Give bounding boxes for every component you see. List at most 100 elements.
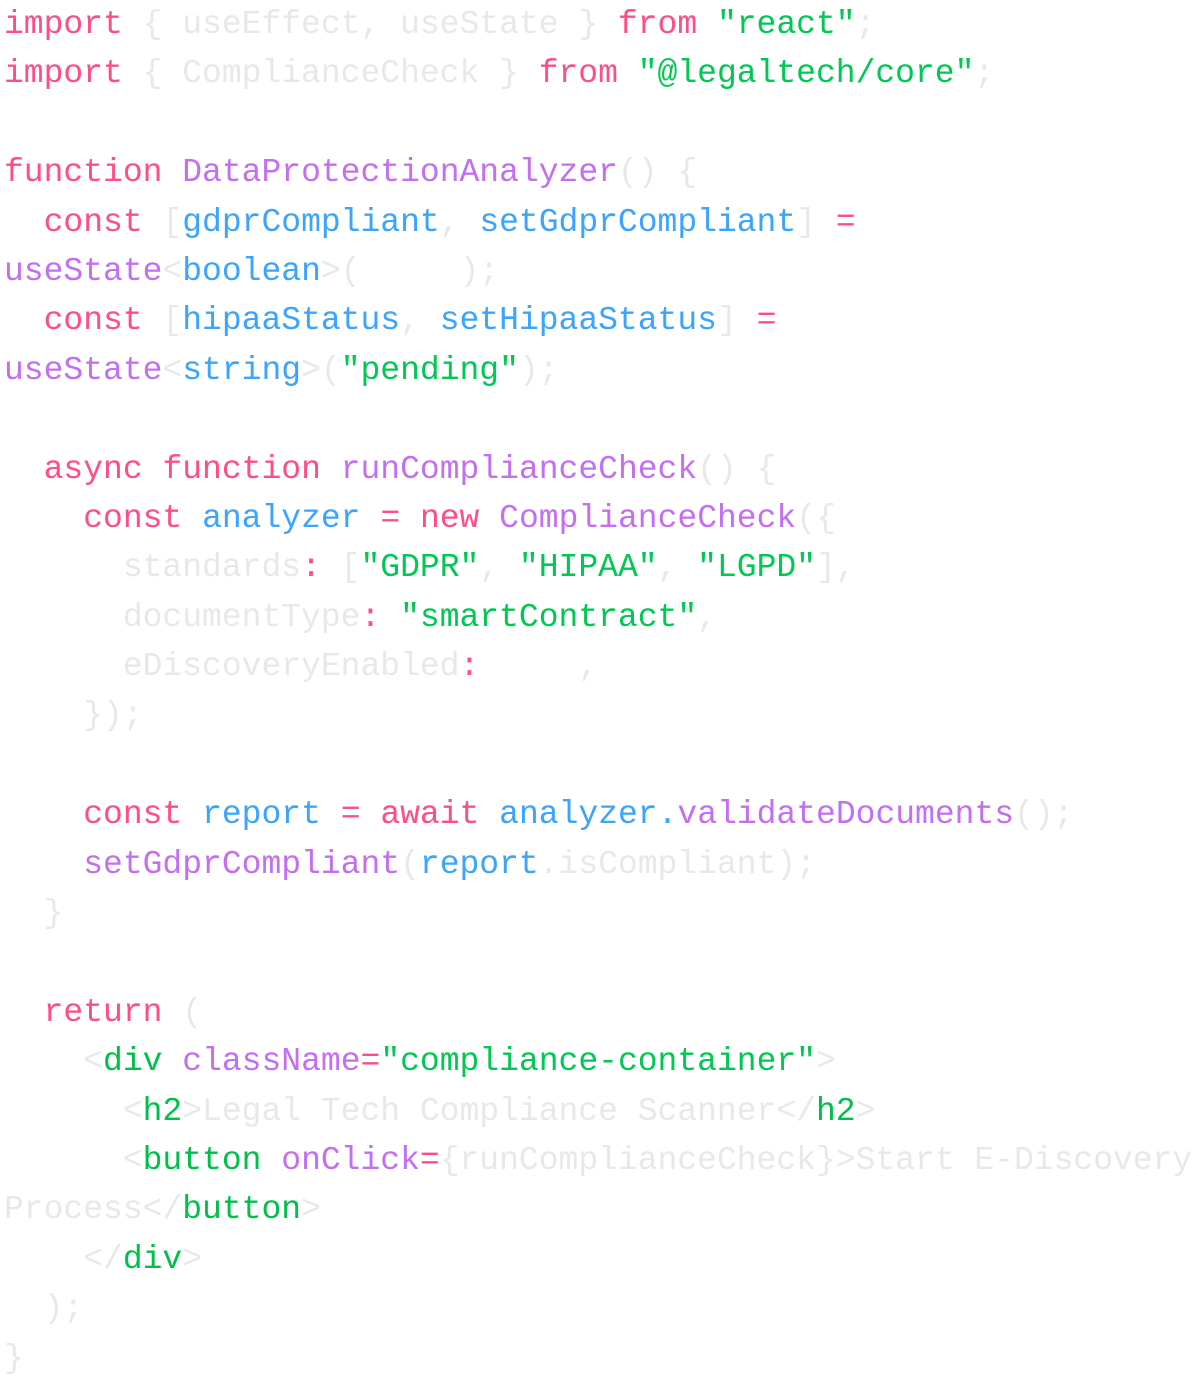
keyword-token: import [4,6,123,43]
variable-token: string [182,351,302,389]
function-token: runComplianceCheck [340,450,698,488]
plain-token [162,1043,182,1080]
plain-token: documentType [4,598,361,636]
plain-token: { ComplianceCheck } [122,55,539,93]
plain-token: ({ [796,499,836,537]
code-line: <div className="compliance-container"> [4,1037,1192,1086]
plain-token: } [4,895,64,933]
keyword-token: from [617,6,698,43]
plain-token: > [855,1092,876,1130]
plain-token [618,55,638,92]
keyword-token: await [380,796,480,834]
plain-token: , [400,302,440,340]
code-line: documentType: "smartContract", [4,593,1192,642]
code-line: import { useEffect, useState } from "rea… [4,0,1192,49]
code-editor[interactable]: import { useEffect, useState } from "rea… [4,0,1192,1383]
plain-token [361,500,381,537]
function-token: validateDocuments [677,796,1015,834]
code-line: } [4,889,1192,938]
keyword-token: = [419,1141,440,1179]
plain-token: ); [4,1290,84,1328]
keyword-token: async [43,450,143,488]
plain-token [321,451,341,488]
variable-token: gdprCompliant [182,203,440,241]
plain-token: ; [974,55,995,93]
plain-token: , [697,598,717,636]
tag-token: button [142,1141,262,1179]
keyword-token: const [83,796,183,834]
function-token: onClick [281,1141,420,1179]
function-token: setGdprCompliant [83,845,401,883]
plain-token [380,599,400,636]
keyword-token: : [301,549,321,587]
function-token: DataProtectionAnalyzer [182,154,618,192]
code-line: ); [4,1284,1192,1333]
code-line: </div> [4,1235,1192,1284]
plain-token [162,154,182,191]
code-line [4,938,1192,987]
plain-token: > [301,1191,321,1229]
plain-token: ( [162,993,203,1031]
keyword-token: : [360,598,381,636]
keyword-token: function [4,154,163,192]
plain-token [4,302,44,339]
plain-token: , [439,203,480,241]
code-line: function DataProtectionAnalyzer() { [4,148,1192,197]
function-token: className [182,1043,361,1081]
code-line: setGdprCompliant(report.isCompliant); [4,840,1192,889]
plain-token: ] [796,203,836,241]
plain-token [479,500,499,537]
plain-token: >( [301,351,341,389]
plain-token [261,1142,281,1179]
function-token: ComplianceCheck [499,499,797,537]
string-token: "react" [716,6,856,43]
string-token: "GDPR" [360,549,480,587]
code-line: useState<string>("pending"); [4,346,1192,395]
plain-token: > [815,1043,836,1081]
keyword-token: : [459,648,480,686]
plain-token: ; [855,6,876,43]
plain-token [143,451,163,488]
variable-token: report [202,796,321,834]
function-token: useState [4,252,163,290]
keyword-token: = [380,499,401,537]
code-line [4,99,1192,148]
keyword-token: function [162,450,321,488]
string-token: "HIPAA" [518,549,658,587]
plain-token [697,6,717,43]
plain-token: Process</ [4,1191,183,1229]
keyword-token: = [360,1043,381,1081]
keyword-token: const [43,302,143,340]
plain-token: } [4,1339,24,1377]
plain-token [321,796,341,833]
plain-token: { useEffect, useState } [122,6,618,43]
tag-token: h2 [142,1092,183,1130]
string-token: "compliance-container" [380,1043,816,1081]
code-line: useState<boolean>( ); [4,247,1192,296]
keyword-token: = [340,796,361,834]
plain-token: , [479,648,599,686]
plain-token: [ [142,203,183,241]
tag-token: h2 [815,1092,856,1130]
variable-token: hipaaStatus [182,302,401,340]
code-line [4,395,1192,444]
code-line: } [4,1334,1192,1383]
code-line: }); [4,691,1192,740]
code-line: standards: ["GDPR", "HIPAA", "LGPD"], [4,543,1192,592]
plain-token: </ [4,1240,123,1278]
code-line: <h2>Legal Tech Compliance Scanner</h2> [4,1087,1192,1136]
plain-token: () { [697,450,777,488]
variable-token: setGdprCompliant [479,203,797,241]
string-token: "@legaltech/core" [637,55,975,93]
keyword-token: = [835,203,856,241]
variable-token: analyzer. [499,796,678,834]
keyword-token: = [756,302,777,340]
tag-token: div [103,1043,163,1081]
string-token: "pending" [340,351,519,389]
code-line: const [gdprCompliant, setGdprCompliant] … [4,198,1192,247]
variable-token: analyzer [202,499,361,537]
plain-token: < [162,351,183,389]
plain-token: {runComplianceCheck}>Start E-Discovery [439,1141,1193,1179]
plain-token: .isCompliant); [538,845,816,883]
plain-token: >Legal Tech Compliance Scanner</ [182,1092,816,1130]
